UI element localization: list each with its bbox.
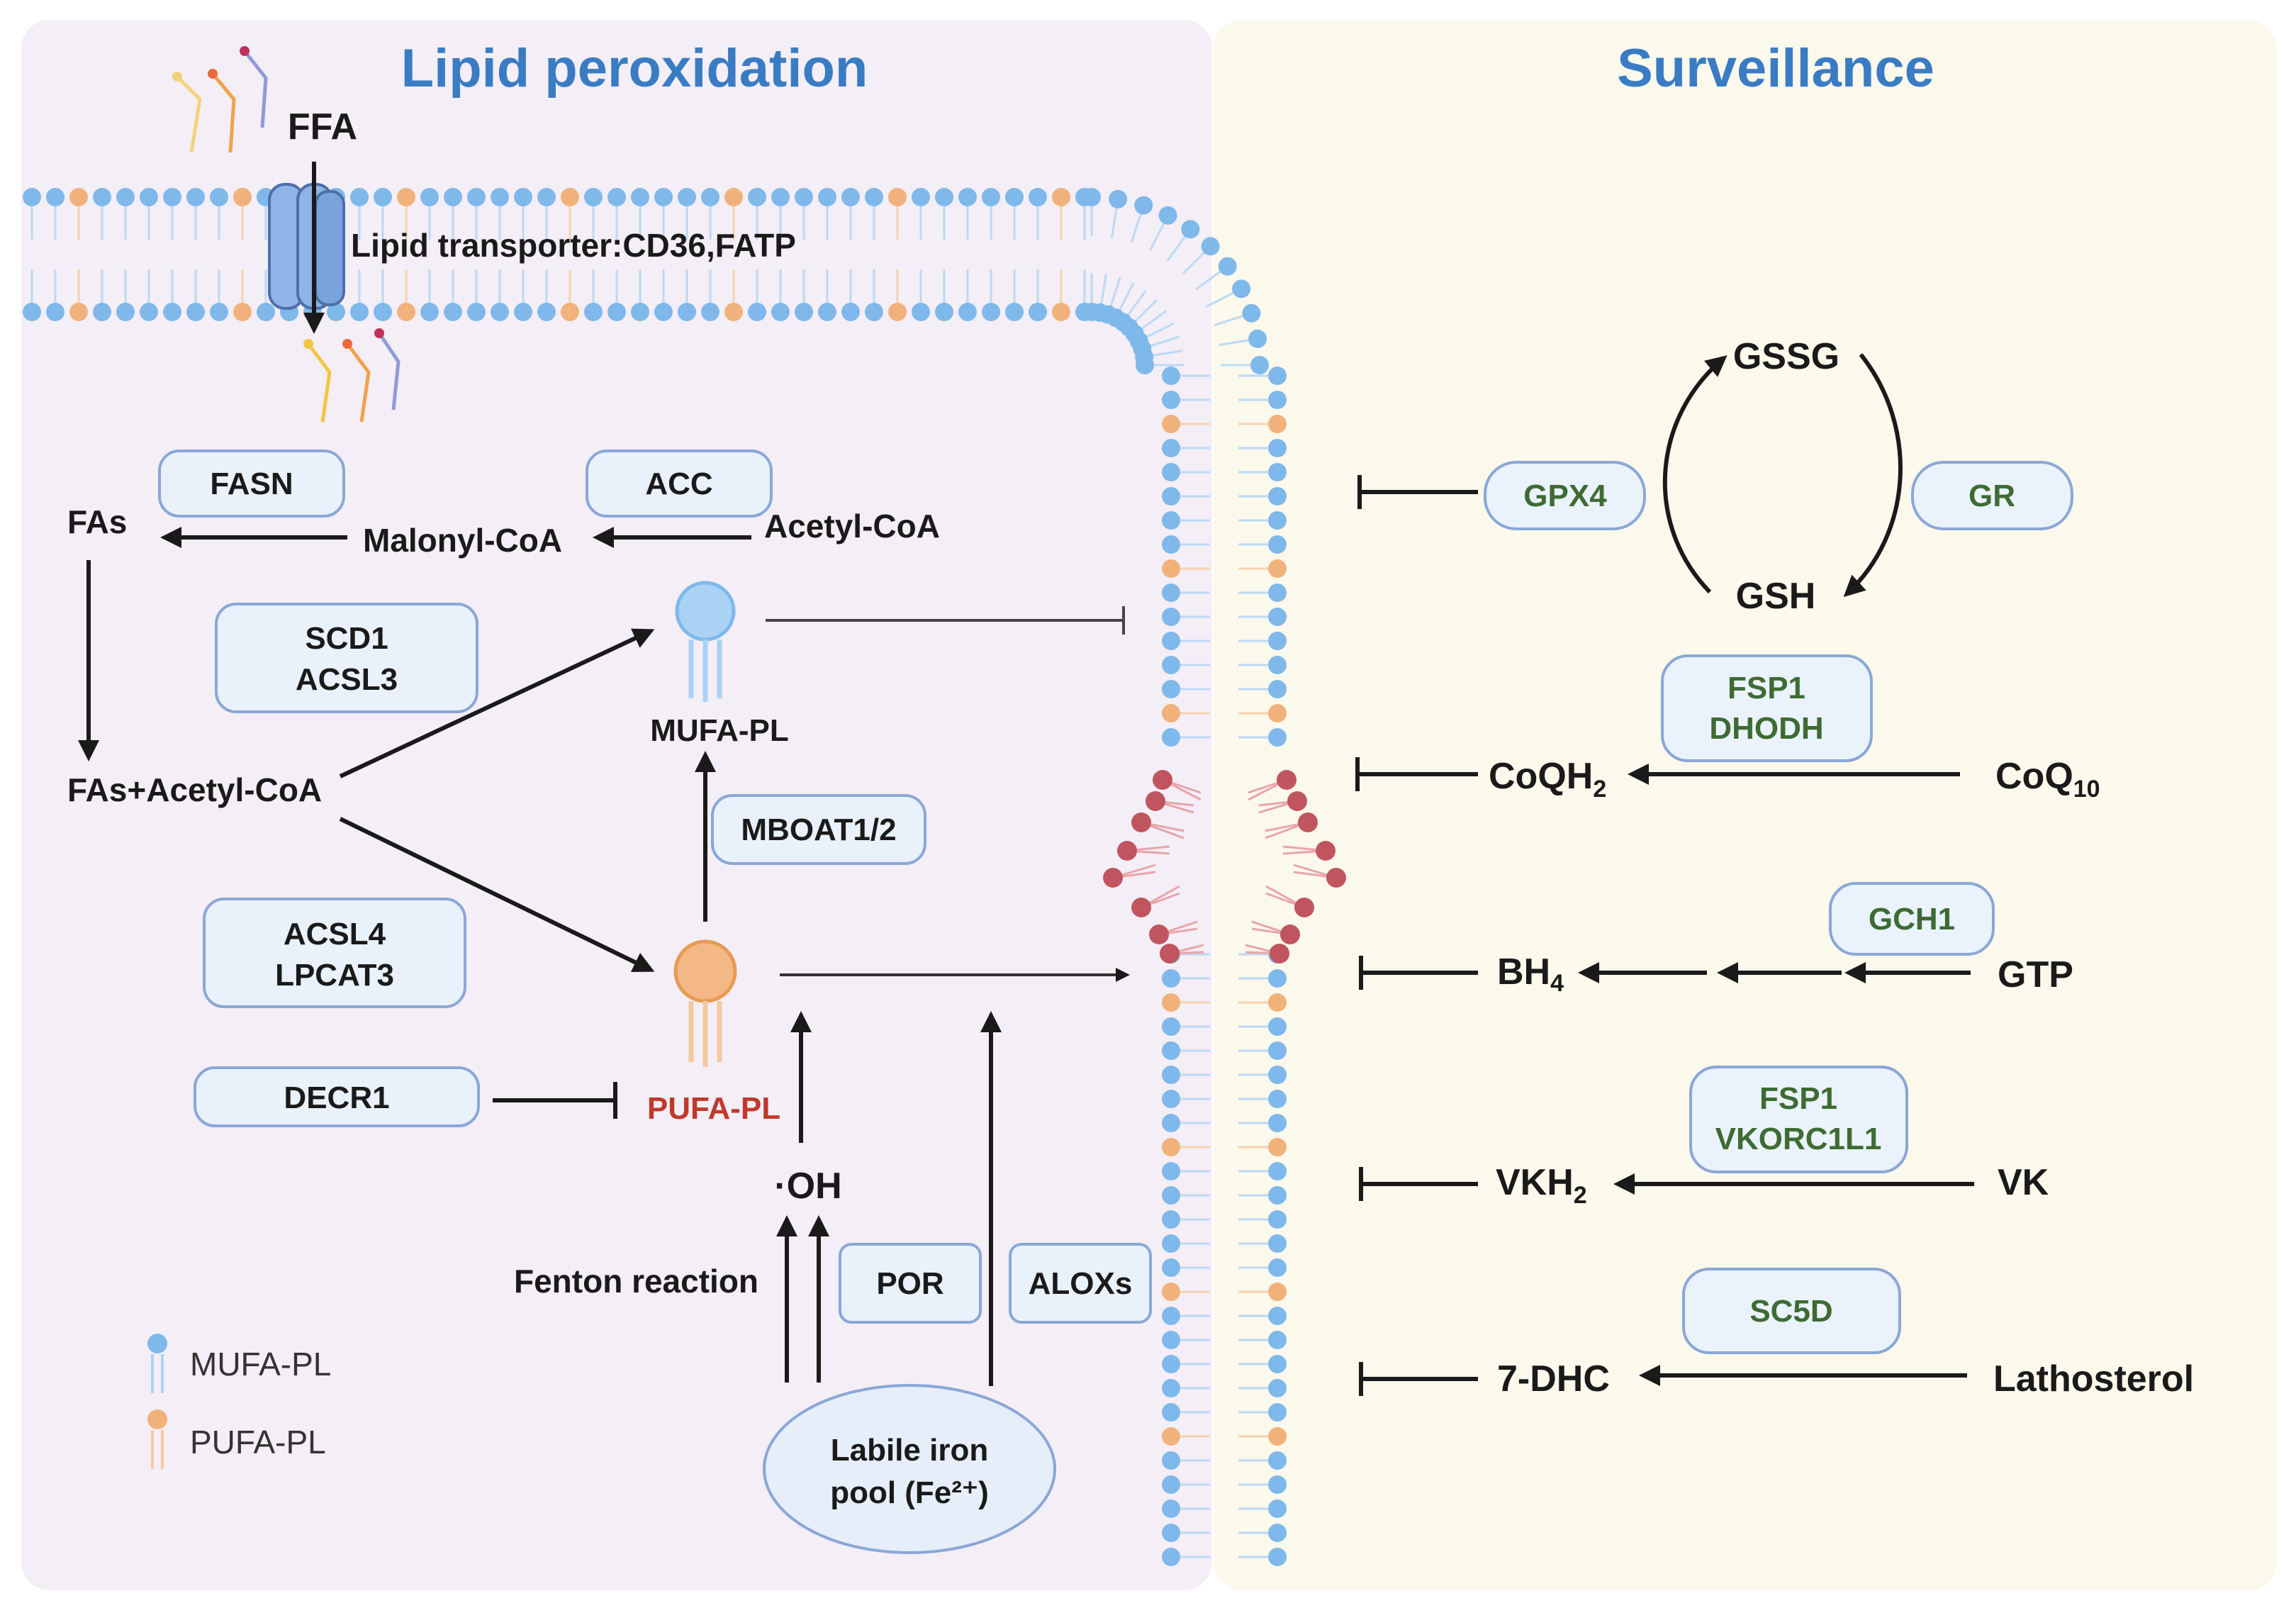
free-fatty-acid-chains-inside — [303, 328, 401, 423]
mufa-pl-icon — [675, 581, 736, 702]
gssg-to-gsh-arrow — [1843, 353, 1903, 598]
legend: MUFA-PL PUFA-PL — [147, 1334, 331, 1469]
right-panel-background — [1214, 20, 2277, 1590]
legend-mufa-label: MUFA-PL — [190, 1346, 331, 1383]
iron-pool-line1: Labile iron — [831, 1433, 988, 1468]
vkh2-base: VKH — [1496, 1162, 1574, 1203]
bh4-sub: 4 — [1550, 970, 1564, 997]
fsp1-b-label: FSP1 — [1759, 1081, 1837, 1116]
gch1-box — [1829, 882, 1995, 956]
fsp1-dhodh-box — [1661, 654, 1873, 762]
fsp1-vkorc1l1-box — [1689, 1066, 1908, 1173]
mboat-box — [711, 794, 926, 865]
labile-iron-pool — [763, 1384, 1056, 1554]
vkh2-label: VKH2 — [1496, 1162, 1587, 1209]
cell-membrane-bilayer — [23, 188, 1287, 1566]
hydroxyl-radical-label: ·OH — [774, 1166, 841, 1207]
fasn-box — [158, 449, 345, 518]
por-box — [839, 1243, 982, 1324]
left-panel-background — [21, 20, 1212, 1590]
ffa-label: FFA — [288, 106, 357, 147]
7-dhc-label: 7-DHC — [1497, 1358, 1610, 1400]
coq10-label: CoQ10 — [1995, 756, 2100, 803]
mufa-pl-label: MUFA-PL — [650, 713, 789, 748]
malonyl-coa-label: Malonyl-CoA — [363, 522, 562, 559]
transporter-label: Lipid transporter:CD36,FATP — [351, 227, 796, 264]
lathosterol-label: Lathosterol — [1993, 1358, 2194, 1400]
acsl4-lpcat3-box — [203, 898, 466, 1008]
acc-box — [586, 449, 773, 518]
fasn-label: FASN — [210, 467, 293, 501]
lipid-transporter-protein — [268, 183, 345, 310]
bh4-base: BH — [1497, 951, 1550, 993]
gsh-label: GSH — [1736, 576, 1816, 617]
fas-label: FAs — [67, 503, 127, 540]
coqh2-base: CoQH — [1489, 756, 1593, 797]
gpx4-label: GPX4 — [1523, 479, 1607, 513]
gr-label: GR — [1969, 479, 2015, 513]
lpcat3-label: LPCAT3 — [275, 958, 394, 993]
coq10-base: CoQ — [1995, 756, 2073, 797]
gr-box — [1911, 461, 2073, 530]
decr1-box — [194, 1066, 480, 1127]
vkorc1l1-label: VKORC1L1 — [1715, 1122, 1882, 1156]
vk-label: VK — [1998, 1162, 2049, 1203]
coqh2-label: CoQH2 — [1489, 756, 1606, 803]
left-panel-title: Lipid peroxidation — [401, 38, 868, 99]
sc5d-label: SC5D — [1749, 1294, 1832, 1329]
acsl3-label: ACSL3 — [296, 662, 398, 697]
right-panel-title: Surveillance — [1617, 38, 1934, 99]
fsp1-a-label: FSP1 — [1727, 671, 1805, 705]
legend-mufa-icon — [147, 1334, 167, 1393]
scd1-acsl3-box — [215, 603, 478, 713]
legend-pufa-label: PUFA-PL — [190, 1424, 326, 1460]
acetyl-coa-label: Acetyl-CoA — [764, 508, 940, 544]
mboat-label: MBOAT1/2 — [741, 812, 896, 847]
fenton-reaction-label: Fenton reaction — [514, 1263, 758, 1300]
to-mufa-arrow — [339, 628, 655, 778]
dhodh-label: DHODH — [1709, 711, 1823, 746]
por-label: POR — [876, 1266, 943, 1301]
bh4-label: BH4 — [1497, 951, 1564, 997]
gch1-label: GCH1 — [1869, 902, 1955, 937]
vkh2-sub: 2 — [1574, 1182, 1587, 1209]
oxidized-lipid-pore — [1103, 770, 1346, 964]
coq10-sub: 10 — [2073, 776, 2100, 803]
legend-pufa-icon — [147, 1409, 167, 1469]
coqh2-sub: 2 — [1593, 776, 1606, 803]
aloxs-label: ALOXs — [1029, 1266, 1133, 1301]
gtp-label: GTP — [1998, 954, 2073, 995]
acsl4-label: ACSL4 — [284, 917, 386, 951]
fas-acetyl-coa-label: FAs+Acetyl-CoA — [67, 771, 322, 808]
gssg-label: GSSG — [1733, 336, 1839, 377]
gpx4-box — [1484, 461, 1646, 530]
to-pufa-arrow — [339, 817, 655, 972]
scd1-label: SCD1 — [305, 621, 388, 656]
pufa-pl-label: PUFA-PL — [647, 1091, 780, 1126]
aloxs-box — [1009, 1243, 1152, 1324]
decr1-label: DECR1 — [284, 1080, 389, 1115]
gsh-to-gssg-arrow — [1662, 355, 1727, 594]
acc-label: ACC — [645, 467, 712, 501]
free-fatty-acid-chains-outside — [172, 46, 268, 153]
iron-pool-line2: pool (Fe²⁺) — [830, 1475, 989, 1510]
sc5d-box — [1682, 1268, 1901, 1354]
pufa-pl-icon — [673, 939, 737, 1067]
